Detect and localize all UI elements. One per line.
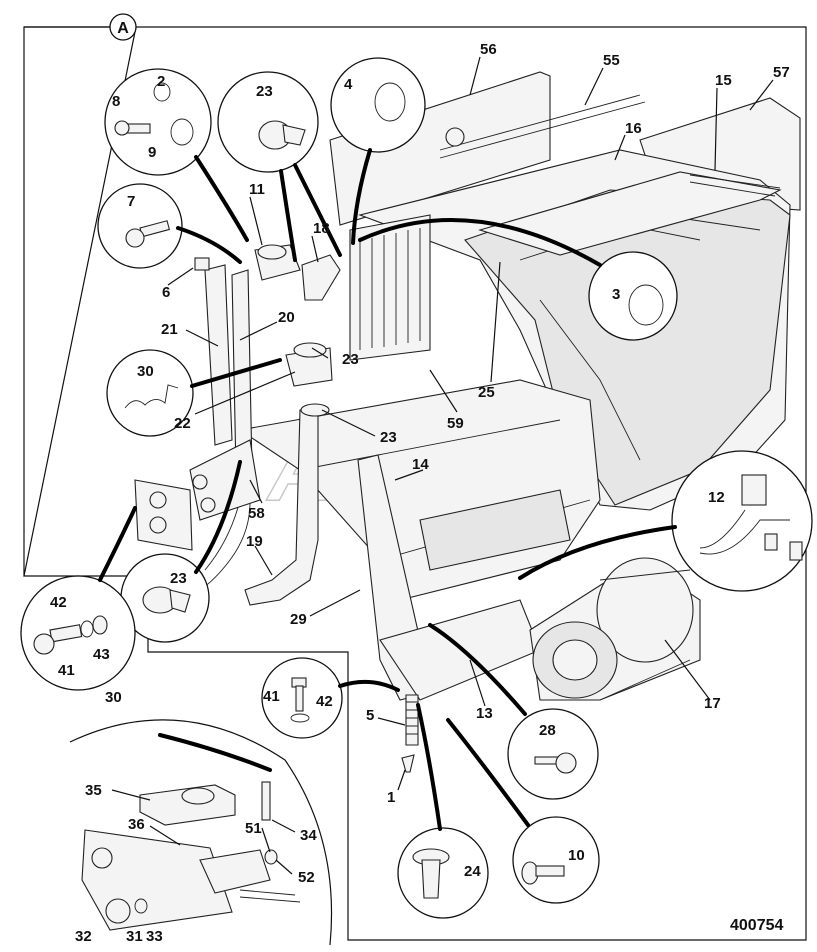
callout-6: 6 (162, 284, 170, 301)
callout-33: 33 (146, 928, 163, 945)
callout-11: 11 (249, 181, 265, 198)
detail-circle-screw-28 (507, 708, 599, 800)
callout-2: 2 (157, 73, 165, 90)
callout-57: 57 (773, 64, 790, 81)
callout-1: 1 (387, 789, 395, 806)
callout-41-left: 41 (58, 662, 75, 679)
callout-29: 29 (290, 611, 307, 628)
section-marker-label: A (117, 20, 129, 37)
callout-36: 36 (128, 816, 145, 833)
callout-5: 5 (366, 707, 374, 724)
callout-51: 51 (245, 820, 262, 837)
callout-16: 16 (625, 120, 642, 137)
callout-23-mid: 23 (342, 351, 359, 368)
callout-23-top: 23 (256, 83, 273, 100)
callout-41: 41 (263, 688, 280, 705)
callout-58: 58 (248, 505, 265, 522)
detail-circle-clip-23-top (217, 71, 319, 173)
callout-30-detail: 30 (105, 689, 122, 706)
detail-circle-bolt-41-small (261, 657, 343, 739)
detail-circle-seals (104, 68, 212, 176)
callout-32: 32 (75, 928, 92, 945)
callout-42: 42 (316, 693, 333, 710)
detail-circle-screw-10 (512, 816, 600, 904)
callout-55: 55 (603, 52, 620, 69)
callout-3: 3 (612, 286, 620, 303)
detail-circle-bolt-41 (20, 575, 136, 691)
callout-7: 7 (127, 193, 135, 210)
callout-30: 30 (137, 363, 154, 380)
callout-4: 4 (344, 76, 353, 93)
section-marker: A (109, 13, 137, 41)
callout-23-detail: 23 (170, 570, 187, 587)
callout-31: 31 (126, 928, 143, 945)
callout-34: 34 (300, 827, 317, 844)
diagram-frame (23, 26, 110, 576)
detail-circle-clip-30 (106, 349, 194, 437)
callout-17: 17 (704, 695, 721, 712)
reference-number: 400754 (730, 917, 783, 934)
callout-8: 8 (112, 93, 120, 110)
callout-24: 24 (464, 863, 481, 880)
callout-22: 22 (174, 415, 191, 432)
callout-13: 13 (476, 705, 493, 722)
callout-18: 18 (313, 220, 330, 237)
callout-25: 25 (478, 384, 495, 401)
heater-housing (238, 71, 801, 701)
coolant-pipes (134, 244, 341, 606)
detail-circle-seal-3 (588, 251, 678, 341)
detail-arc-control-switch (69, 719, 333, 946)
callout-23-lower: 23 (380, 429, 397, 446)
callout-43: 43 (93, 646, 110, 663)
callout-20: 20 (278, 309, 295, 326)
callout-12: 12 (708, 489, 725, 506)
callout-9: 9 (148, 144, 156, 161)
detail-circle-bolt-7 (97, 183, 183, 269)
callout-35: 35 (85, 782, 102, 799)
detail-circle-seal-4 (330, 57, 426, 153)
callout-59: 59 (447, 415, 464, 432)
blower-motor (529, 557, 701, 701)
detail-circle-clip-23-lower (120, 553, 210, 643)
callout-56: 56 (480, 41, 497, 58)
callout-19: 19 (246, 533, 263, 550)
detail-circle-connector-12 (671, 450, 813, 592)
drain-tube (401, 694, 419, 773)
callout-15: 15 (715, 72, 732, 89)
callout-14: 14 (412, 456, 429, 473)
callout-42-left: 42 (50, 594, 67, 611)
callout-52: 52 (298, 869, 315, 886)
callout-10: 10 (568, 847, 585, 864)
detail-circle-plug-24 (397, 827, 489, 919)
callout-28: 28 (539, 722, 556, 739)
callout-21: 21 (161, 321, 178, 338)
